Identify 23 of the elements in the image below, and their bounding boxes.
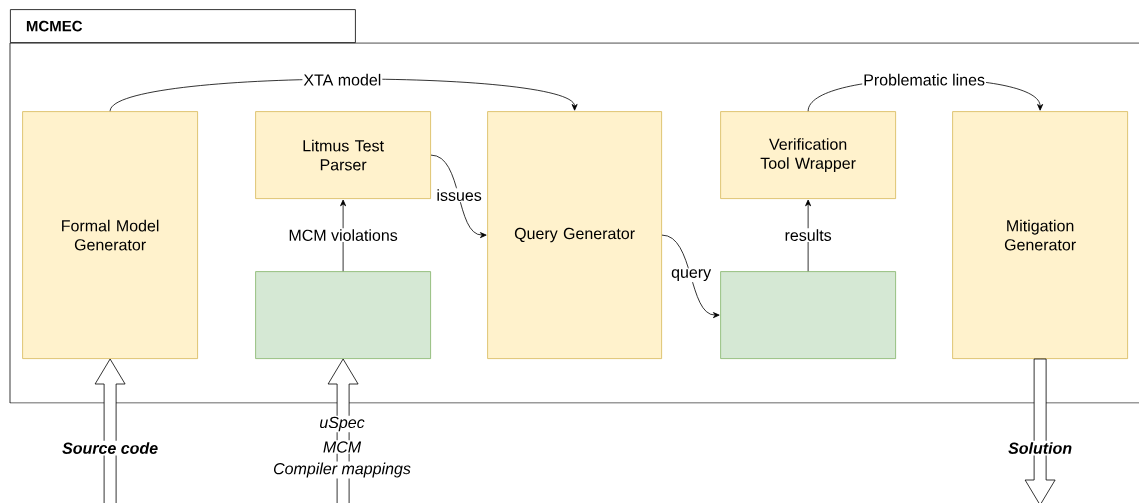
edge-label: Source code: [60, 440, 160, 456]
arrow: [661, 234, 720, 319]
edge-label: query: [670, 268, 713, 283]
edge-label: issues: [435, 188, 483, 202]
process-box: Formal Model Generator: [22, 111, 198, 359]
input-label: MCM: [321, 440, 363, 454]
input-label: Compiler mappings: [272, 461, 412, 479]
arrow: [805, 199, 812, 272]
process-box: Litmus Test Parser: [255, 111, 431, 199]
process-box: [720, 271, 896, 359]
edge-label: MCM violations: [287, 228, 399, 242]
node-label: MCMEC: [26, 20, 83, 32]
arrow: [340, 199, 347, 272]
process-box: Query Generator: [487, 111, 662, 359]
input-label: uSpec: [318, 415, 366, 433]
edge-label: Solution: [1006, 440, 1074, 456]
process-box: Verification Tool Wrapper: [720, 111, 896, 199]
process-box: Mitigation Generator: [952, 111, 1128, 359]
edge-label: Problematic lines: [862, 72, 987, 87]
edge-label: results: [783, 228, 833, 242]
process-box: [255, 271, 431, 359]
arrow: [430, 154, 487, 239]
edge-label: XTA model: [302, 72, 383, 87]
